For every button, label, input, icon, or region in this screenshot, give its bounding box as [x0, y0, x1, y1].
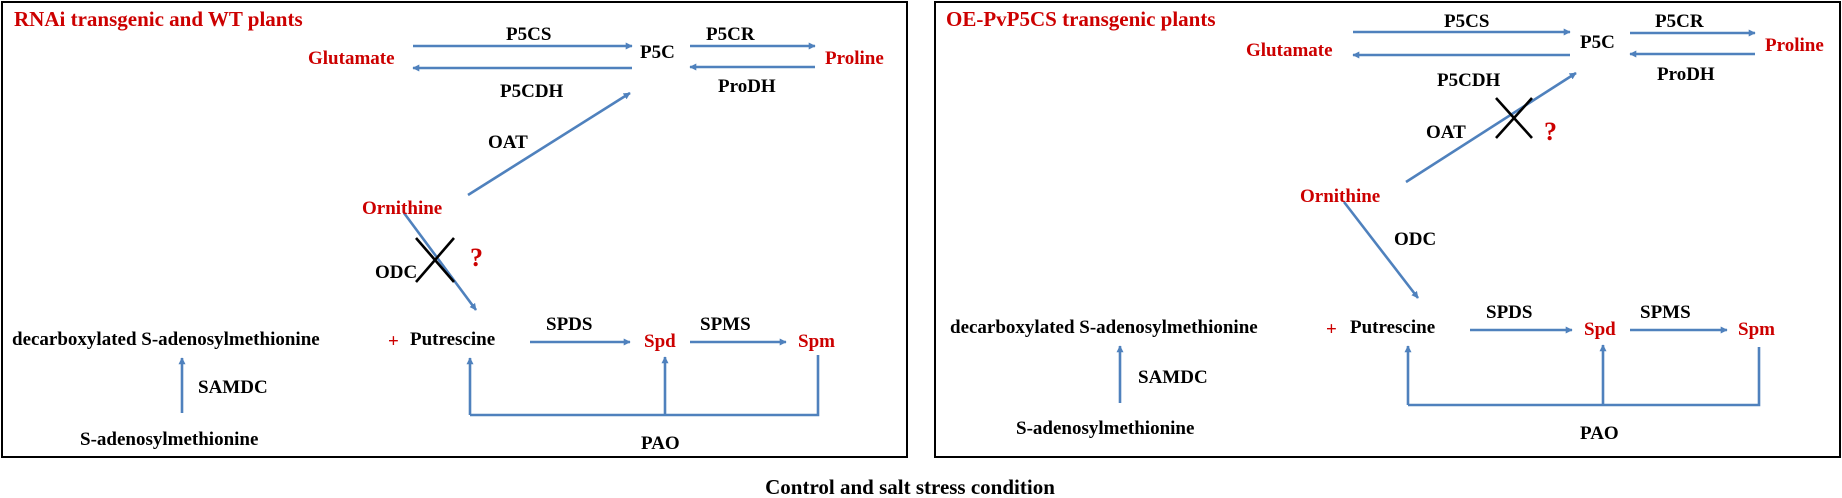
dcsam-label: decarboxylated S-adenosylmethionine	[950, 317, 1258, 338]
spm-label: Spm	[798, 331, 835, 352]
pao-label: PAO	[641, 433, 680, 454]
oat-arrow	[1405, 71, 1577, 184]
p5c-label: P5C	[1580, 32, 1615, 53]
panel-frame	[1, 1, 908, 458]
dcsam-label: decarboxylated S-adenosylmethionine	[12, 329, 320, 350]
spd-label: Spd	[644, 331, 676, 352]
odc-label: ODC	[375, 262, 417, 283]
proline-label: Proline	[1765, 35, 1824, 56]
odc-arrow	[1342, 201, 1420, 299]
panel-oe-pvp5cs: OE-PvP5CS transgenic plants Glutamate P5…	[934, 1, 1841, 458]
spd-label: Spd	[1584, 319, 1616, 340]
oat-label: OAT	[488, 132, 528, 153]
figure-caption: Control and salt stress condition	[765, 475, 1055, 498]
pao-loop-line	[470, 355, 820, 417]
odc-arrow	[402, 212, 478, 311]
plus-sign: +	[388, 331, 399, 352]
sam-label: S-adenosylmethionine	[1016, 418, 1194, 439]
panel-title: OE-PvP5CS transgenic plants	[946, 7, 1216, 31]
oat-label: OAT	[1426, 122, 1466, 143]
spds-label: SPDS	[546, 314, 592, 335]
oat-arrow	[467, 91, 631, 197]
spms-label: SPMS	[1640, 302, 1691, 323]
prodh-label: ProDH	[1657, 64, 1715, 85]
question-mark: ?	[470, 243, 483, 272]
oat-block-cross-b	[1495, 97, 1533, 139]
putrescine-label: Putrescine	[410, 329, 495, 350]
glutamate-label: Glutamate	[308, 48, 395, 69]
odc-block-cross-b	[415, 237, 455, 283]
sam-label: S-adenosylmethionine	[80, 429, 258, 450]
plus-sign: +	[1326, 319, 1337, 340]
glutamate-label: Glutamate	[1246, 40, 1333, 61]
p5cr-label: P5CR	[1655, 11, 1704, 32]
spds-label: SPDS	[1486, 302, 1532, 323]
p5cr-label: P5CR	[706, 24, 755, 45]
p5cs-label: P5CS	[506, 24, 551, 45]
ornithine-label: Ornithine	[362, 198, 442, 219]
ornithine-label: Ornithine	[1300, 186, 1380, 207]
samdc-label: SAMDC	[1138, 367, 1208, 388]
spm-label: Spm	[1738, 319, 1775, 340]
p5cs-label: P5CS	[1444, 11, 1489, 32]
spms-label: SPMS	[700, 314, 751, 335]
pao-label: PAO	[1580, 423, 1619, 444]
prodh-label: ProDH	[718, 76, 776, 97]
panel-rnai-wt: RNAi transgenic and WT plants Glutamate …	[1, 1, 908, 458]
p5cdh-label: P5CDH	[500, 81, 564, 102]
question-mark: ?	[1544, 117, 1557, 146]
putrescine-label: Putrescine	[1350, 317, 1435, 338]
proline-label: Proline	[825, 48, 884, 69]
p5cdh-label: P5CDH	[1437, 70, 1501, 91]
odc-label: ODC	[1394, 229, 1436, 250]
samdc-label: SAMDC	[198, 377, 268, 398]
p5c-label: P5C	[640, 42, 675, 63]
panel-title: RNAi transgenic and WT plants	[14, 7, 303, 31]
pao-loop-line	[1408, 347, 1761, 407]
panel-frame	[934, 1, 1841, 458]
